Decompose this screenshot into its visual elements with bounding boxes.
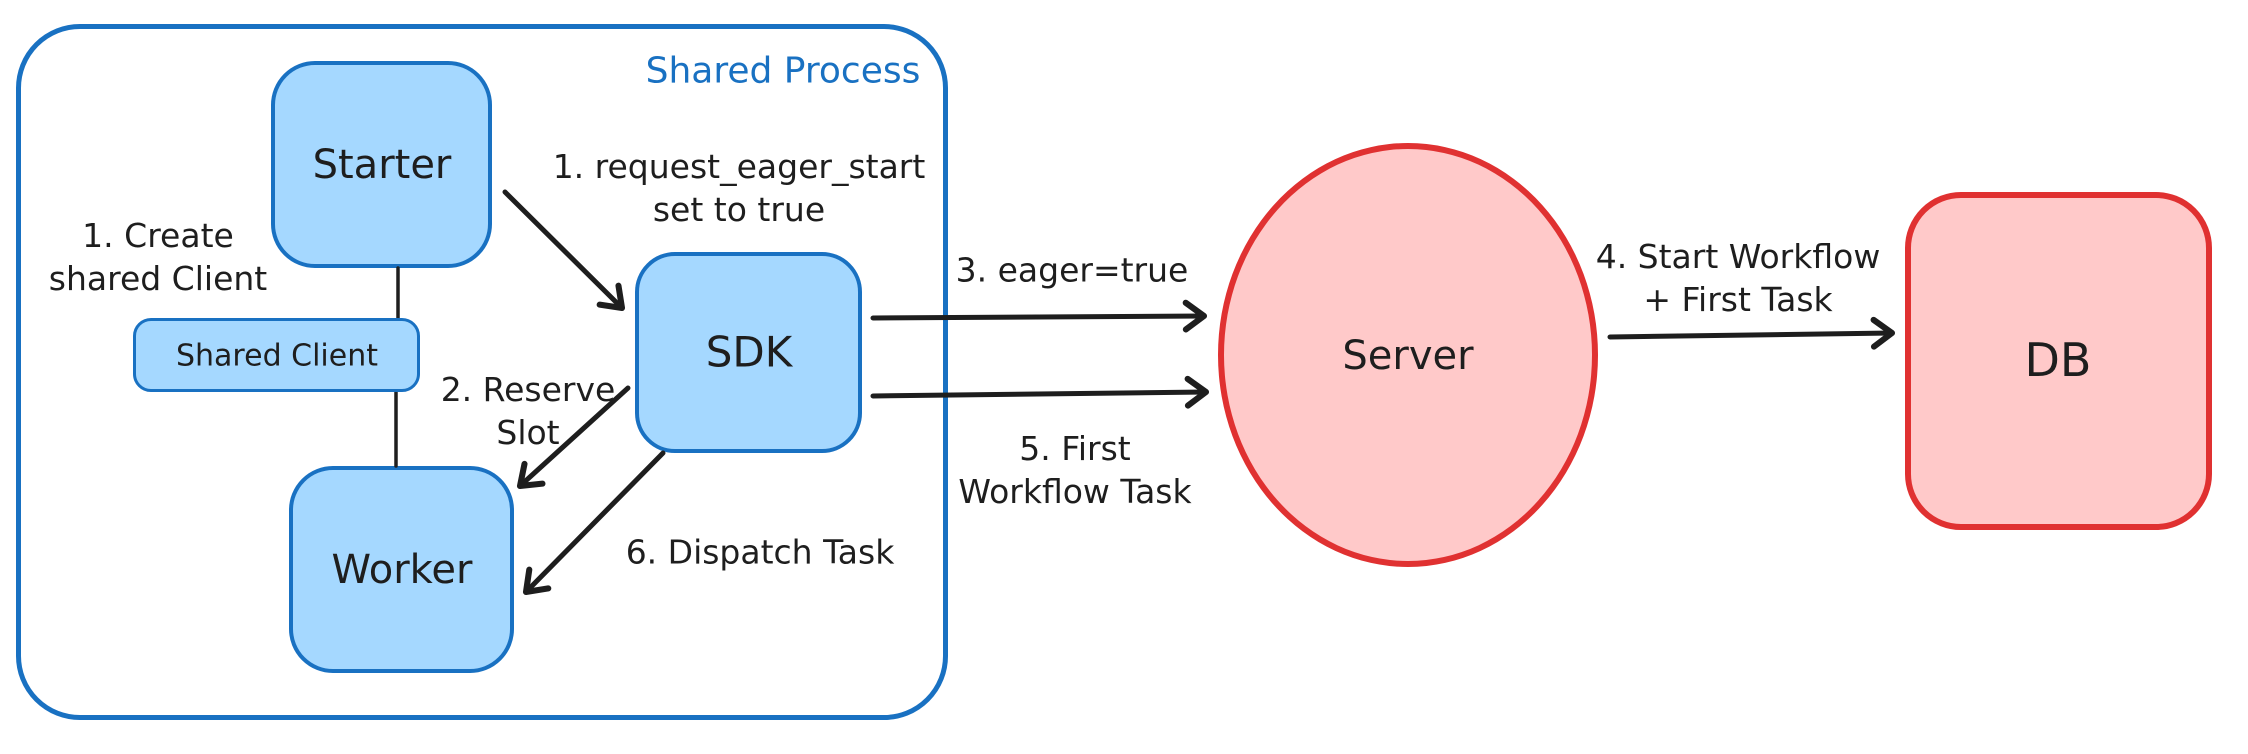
node-worker-label: Worker <box>331 547 473 593</box>
annotation-request-eager-start: 1. request_eager_start set to true <box>552 147 926 229</box>
annotation-reserve-slot: 2. Reserve Slot <box>440 370 616 452</box>
annotation-dispatch-task: 6. Dispatch Task <box>625 532 895 572</box>
node-shared-client-label: Shared Client <box>175 338 379 374</box>
annotation-create-shared-client: 1. Create shared Client <box>48 216 268 298</box>
shared-process-label: Shared Process <box>645 50 921 92</box>
node-starter <box>271 61 492 268</box>
node-starter-label: Starter <box>312 142 452 188</box>
node-db-label: DB <box>2024 333 2092 388</box>
annotation-eager-true: 3. eager=true <box>955 250 1189 290</box>
annotation-start-workflow: 4. Start Workflow + First Task <box>1595 237 1881 319</box>
node-shared-client <box>133 318 420 392</box>
node-worker <box>289 466 514 673</box>
annotation-first-workflow-task: 5. First Workflow Task <box>958 429 1192 511</box>
node-server-label: Server <box>1342 333 1474 379</box>
arrow-start-workflow <box>1607 316 1896 350</box>
node-server <box>1218 143 1598 567</box>
node-db <box>1905 192 2212 530</box>
shared-process-container <box>16 24 948 720</box>
node-sdk <box>635 252 862 453</box>
node-sdk-label: SDK <box>705 327 793 377</box>
